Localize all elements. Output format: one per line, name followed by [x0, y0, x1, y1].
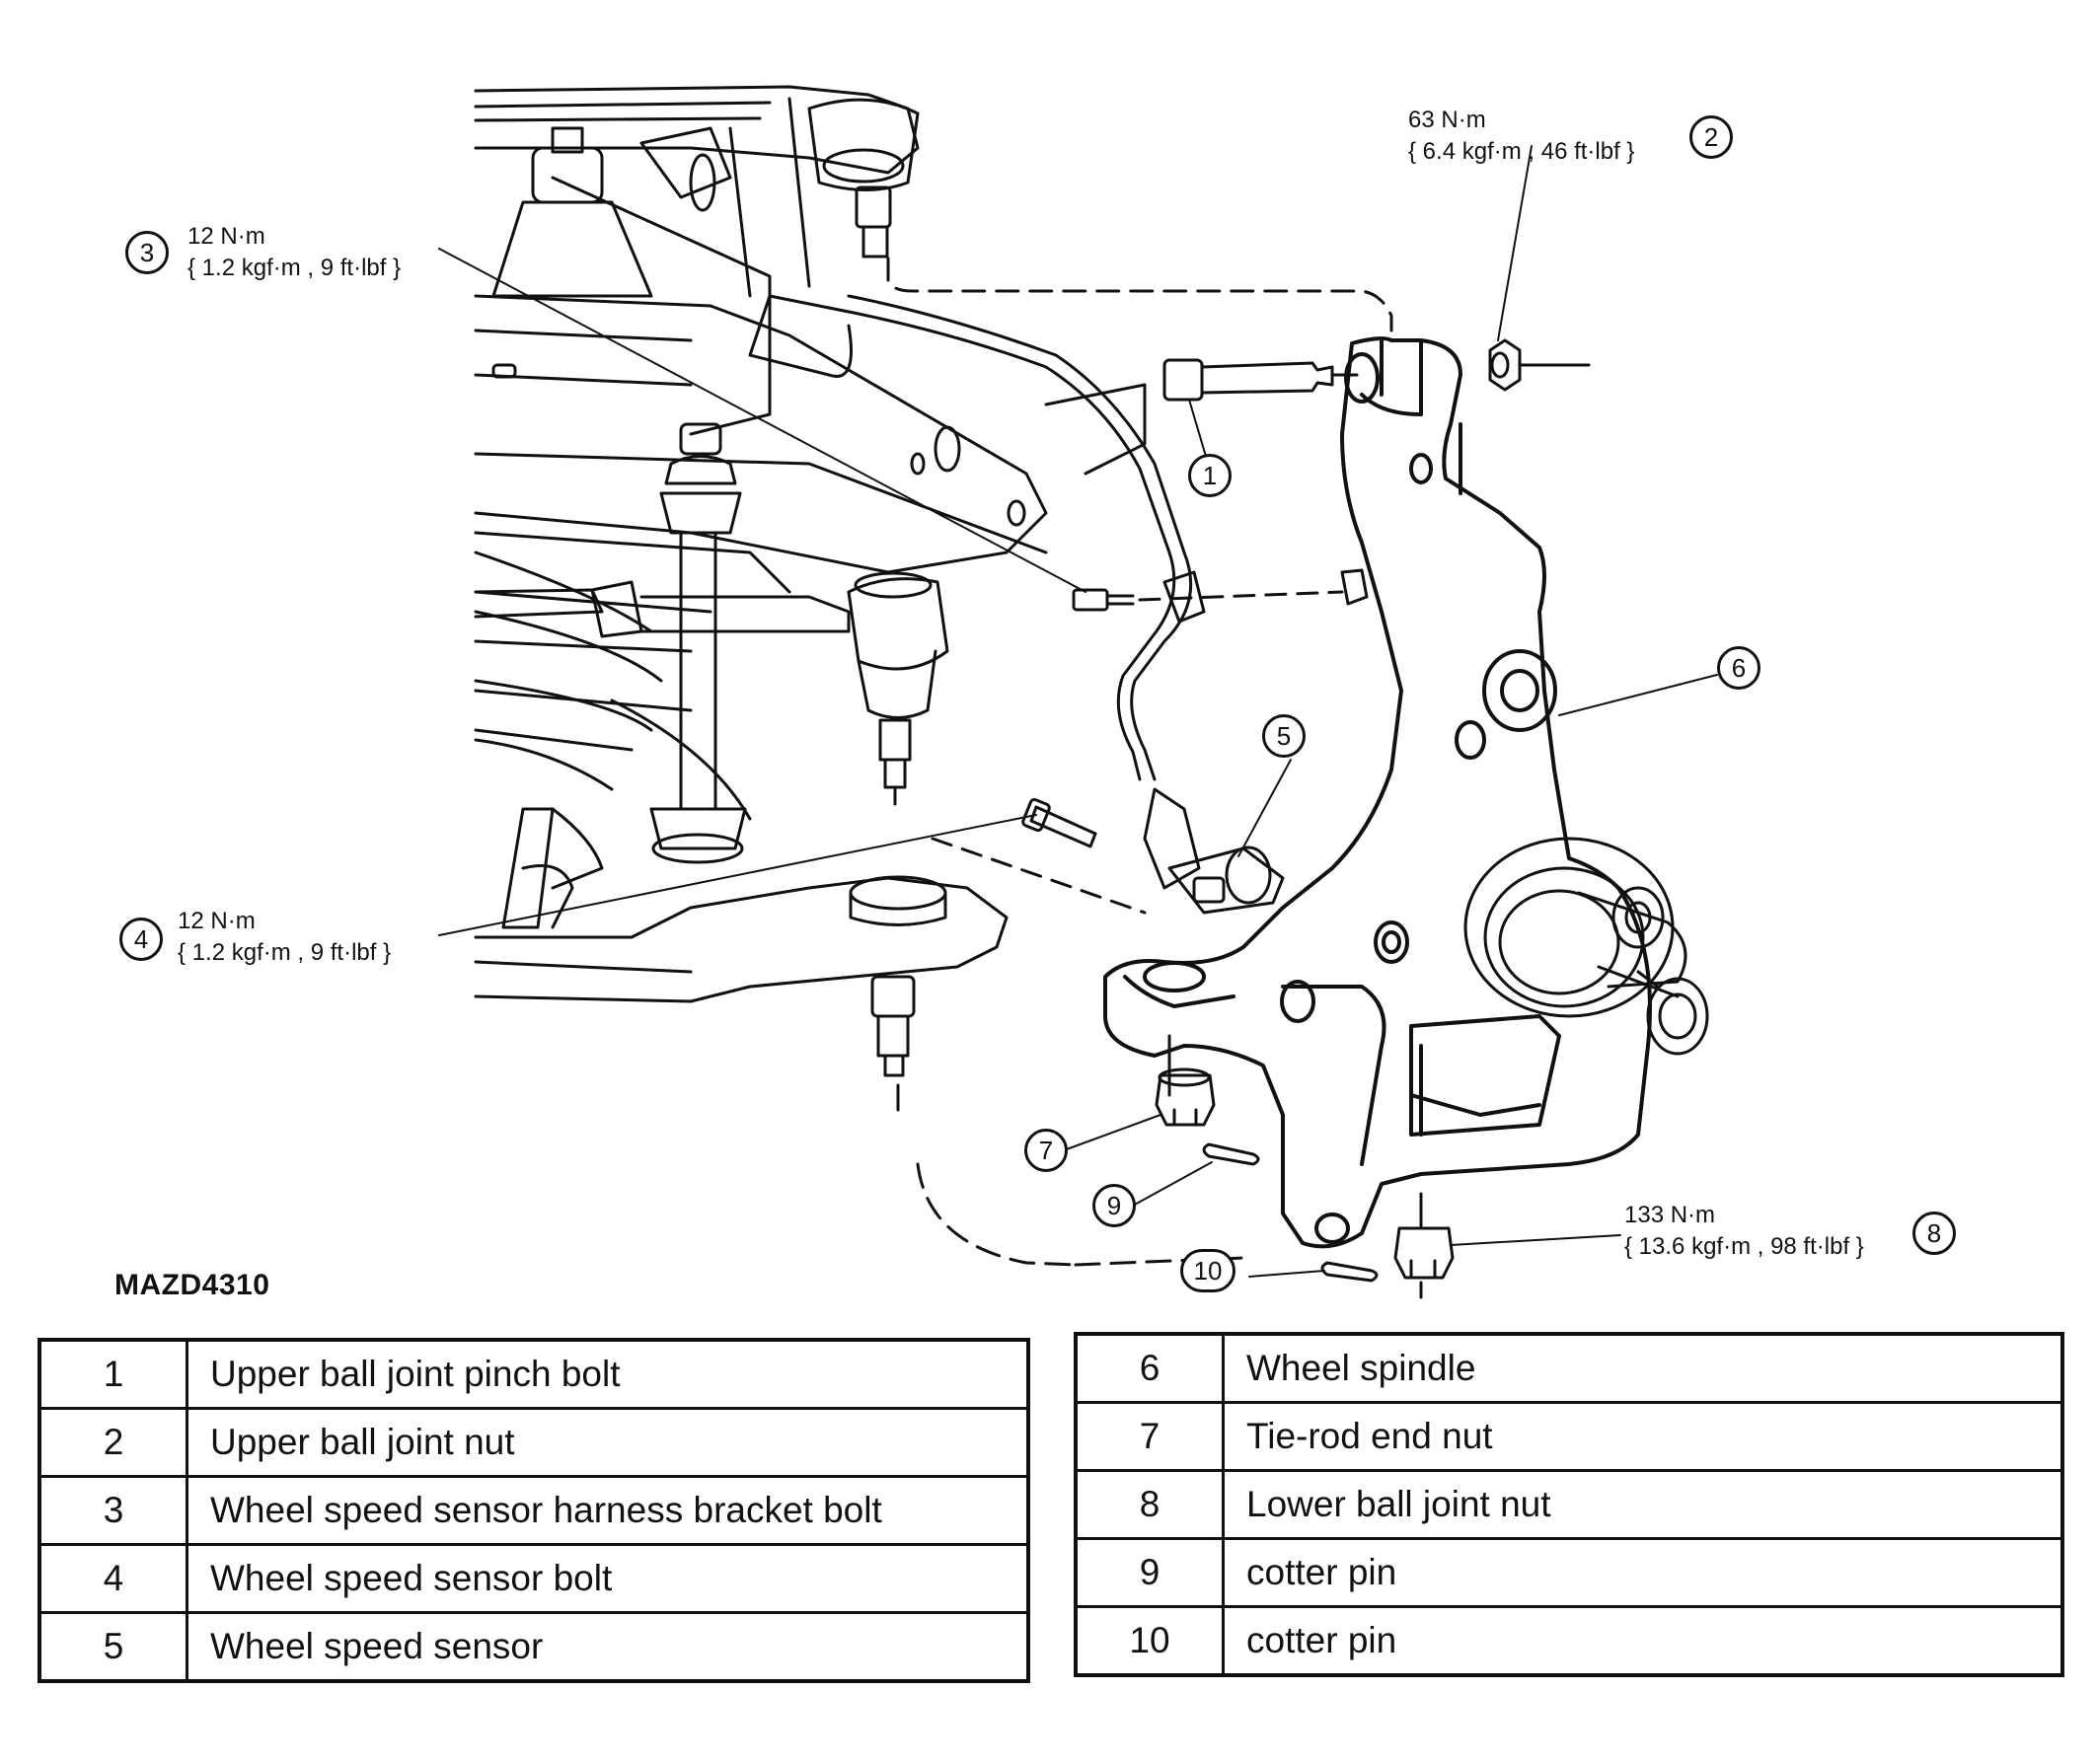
torque-8-nm: 133 N·m: [1624, 1202, 1716, 1228]
legend-num: 10: [1074, 1605, 1225, 1677]
torque-2-alt: { 6.4 kgf·m , 46 ft·lbf }: [1408, 138, 1635, 165]
tie-rod-end-nut: [1155, 1034, 1216, 1127]
callout-3: 3: [125, 231, 169, 274]
legend-num: 7: [1074, 1401, 1225, 1472]
tie-rod: [474, 571, 949, 806]
legend-num: 8: [1074, 1469, 1225, 1540]
stabilizer-link: [649, 422, 747, 864]
upper-control-arm-mount: [491, 97, 811, 298]
callout-10: 10: [1180, 1249, 1235, 1292]
torque-2-nm: 63 N·m: [1408, 107, 1486, 133]
coil-spring: [474, 551, 752, 890]
torque-8-alt: { 13.6 kgf·m , 98 ft·lbf }: [1624, 1233, 1864, 1260]
pinch-bolt: [1162, 358, 1359, 402]
callout-7: 7: [1024, 1129, 1068, 1172]
legend-num: 1: [37, 1338, 188, 1410]
legend-label: Upper ball joint nut: [186, 1407, 1030, 1478]
legend-num: 9: [1074, 1537, 1225, 1608]
torque-4-nm: 12 N·m: [178, 908, 256, 934]
lower-ball-joint-nut: [1393, 1192, 1455, 1299]
spindle-axle: [1463, 837, 1709, 1056]
callout-9: 9: [1092, 1184, 1136, 1227]
legend-label: cotter pin: [1222, 1605, 2064, 1677]
legend-label: Wheel spindle: [1222, 1332, 2064, 1404]
legend-num: 2: [37, 1407, 188, 1478]
cotter-pin-upper: [1202, 1142, 1260, 1166]
legend-num: 4: [37, 1543, 188, 1614]
legend-label: Upper ball joint pinch bolt: [186, 1338, 1030, 1410]
callout-2: 2: [1689, 115, 1733, 159]
legend-label: Lower ball joint nut: [1222, 1469, 2064, 1540]
callout-8: 8: [1912, 1212, 1956, 1255]
torque-3-nm: 12 N·m: [187, 223, 265, 250]
torque-3-alt: { 1.2 kgf·m , 9 ft·lbf }: [187, 255, 402, 281]
wheel-speed-sensor: [1143, 787, 1285, 915]
callout-5: 5: [1262, 714, 1306, 758]
legend-label: Wheel speed sensor bolt: [186, 1543, 1030, 1614]
torque-4-alt: { 1.2 kgf·m , 9 ft·lbf }: [178, 939, 392, 966]
figure-code: MAZD4310: [114, 1269, 270, 1301]
callout-6: 6: [1717, 646, 1760, 690]
legend-num: 5: [37, 1611, 188, 1683]
legend-label: Wheel speed sensor harness bracket bolt: [186, 1475, 1030, 1546]
lower-control-arm: [474, 807, 1245, 1267]
leader-lines: [438, 145, 1718, 1278]
sensor-bolt: [931, 797, 1147, 915]
legend-label: Tie-rod end nut: [1222, 1401, 2064, 1472]
legend-num: 3: [37, 1475, 188, 1546]
legend-label: cotter pin: [1222, 1537, 2064, 1608]
callout-4: 4: [119, 918, 163, 961]
upper-ball-joint-nut: [1488, 338, 1591, 392]
cotter-pin-lower: [1320, 1261, 1379, 1283]
callout-1: 1: [1188, 454, 1232, 497]
legend-label: Wheel speed sensor: [186, 1611, 1030, 1683]
frame-and-subframe: [474, 85, 1147, 752]
wheel-spindle: [1103, 336, 1652, 1249]
legend-num: 6: [1074, 1332, 1225, 1404]
sensor-harness: [748, 294, 1193, 781]
harness-bracket: [1072, 568, 1369, 624]
upper-ball-joint: [807, 98, 1393, 332]
